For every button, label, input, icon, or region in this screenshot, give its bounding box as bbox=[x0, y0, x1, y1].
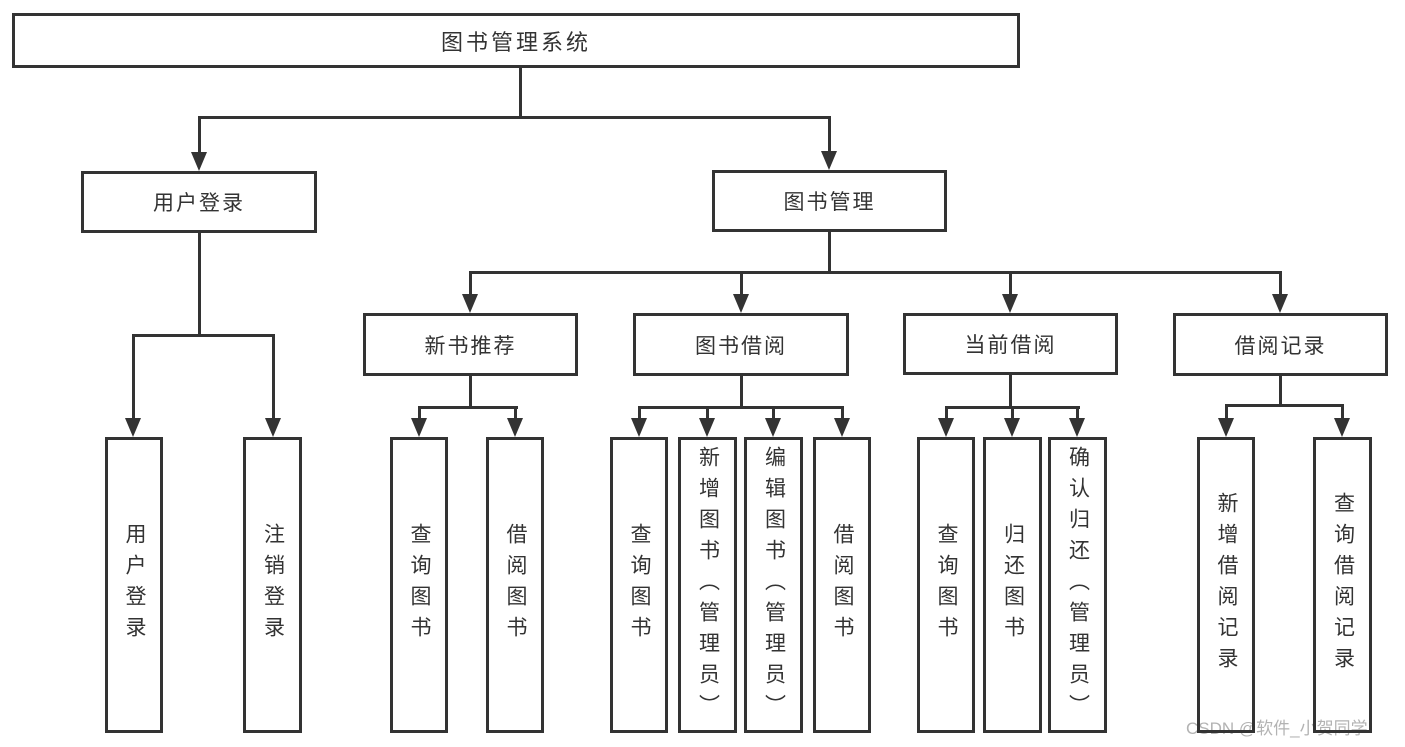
connector-drop-leaf bbox=[514, 407, 517, 420]
connector-drop-leaf bbox=[772, 407, 775, 420]
node-user-login: 用户登录 bbox=[81, 171, 317, 233]
connector-records-stem bbox=[1279, 376, 1282, 407]
arrow-down-icon bbox=[462, 294, 478, 313]
node-current-borrowing: 当前借阅 bbox=[903, 313, 1118, 375]
connector-drop-book-management bbox=[828, 117, 831, 153]
node-book-management: 图书管理 bbox=[712, 170, 947, 232]
csdn-watermark: CSDN @软件_小贺同学 bbox=[1186, 719, 1368, 738]
node-new-book-recommend: 新书推荐 bbox=[363, 313, 578, 376]
connector-rail-level2 bbox=[198, 116, 831, 119]
leaf-query-books-recommend-label: 查询图书 bbox=[408, 523, 431, 647]
connector-drop-leaf bbox=[1011, 407, 1014, 420]
node-user-login-label: 用户登录 bbox=[153, 192, 245, 215]
leaf-logout-label: 注销登录 bbox=[261, 523, 285, 647]
node-borrowing-records: 借阅记录 bbox=[1173, 313, 1388, 376]
leaf-query-books-recommend: 查询图书 bbox=[390, 437, 448, 733]
node-borrowing-records-label: 借阅记录 bbox=[1234, 334, 1327, 358]
arrow-down-icon bbox=[411, 418, 427, 437]
leaf-borrow-books-label: 借阅图书 bbox=[831, 523, 854, 647]
leaf-query-books-current-label: 查询图书 bbox=[935, 523, 958, 647]
leaf-query-books-borrowing: 查询图书 bbox=[610, 437, 668, 733]
connector-rail-records bbox=[1225, 404, 1344, 407]
leaf-add-borrow-record-label: 新增借阅记录 bbox=[1215, 492, 1238, 678]
arrow-down-icon bbox=[834, 418, 850, 437]
connector-drop-module bbox=[1009, 272, 1012, 297]
leaf-query-books-borrowing-label: 查询图书 bbox=[628, 523, 651, 647]
node-root-label: 图书管理系统 bbox=[440, 29, 591, 55]
leaf-confirm-return-admin: 确认归还（管理员） bbox=[1048, 437, 1107, 733]
arrow-down-icon bbox=[1218, 418, 1234, 437]
connector-book-management-stem bbox=[828, 232, 831, 274]
arrow-down-icon bbox=[938, 418, 954, 437]
connector-drop-leaf bbox=[1341, 405, 1344, 420]
node-current-borrowing-label: 当前借阅 bbox=[964, 334, 1057, 357]
arrow-down-icon bbox=[1004, 418, 1020, 437]
leaf-borrow-books: 借阅图书 bbox=[813, 437, 871, 733]
arrow-down-icon bbox=[1272, 294, 1288, 313]
connector-drop-leaf bbox=[638, 407, 641, 420]
leaf-query-borrow-record: 查询借阅记录 bbox=[1313, 437, 1372, 733]
arrow-down-icon bbox=[125, 418, 141, 437]
connector-drop-leaf bbox=[1225, 405, 1228, 420]
leaf-edit-books-admin-label: 编辑图书（管理员） bbox=[762, 445, 786, 725]
arrow-down-icon bbox=[1069, 418, 1085, 437]
arrow-down-icon bbox=[765, 418, 781, 437]
arrow-down-icon bbox=[821, 151, 837, 170]
connector-rail-level3 bbox=[469, 271, 1282, 274]
leaf-query-borrow-record-label: 查询借阅记录 bbox=[1331, 492, 1355, 678]
node-book-borrowing: 图书借阅 bbox=[633, 313, 849, 376]
leaf-borrow-books-recommend-label: 借阅图书 bbox=[504, 523, 527, 647]
leaf-confirm-return-admin-label: 确认归还（管理员） bbox=[1066, 445, 1090, 725]
leaf-user-login: 用户登录 bbox=[105, 437, 163, 733]
connector-rail-user-login bbox=[132, 334, 275, 337]
connector-drop-user-login bbox=[198, 117, 201, 154]
connector-rail-borrowing bbox=[638, 406, 844, 409]
arrow-down-icon bbox=[699, 418, 715, 437]
leaf-user-login-label: 用户登录 bbox=[123, 523, 146, 647]
arrow-down-icon bbox=[1002, 294, 1018, 313]
arrow-down-icon bbox=[507, 418, 523, 437]
connector-drop-module bbox=[740, 272, 743, 297]
leaf-borrow-books-recommend: 借阅图书 bbox=[486, 437, 544, 733]
node-new-book-recommend-label: 新书推荐 bbox=[424, 334, 517, 358]
arrow-down-icon bbox=[1334, 418, 1350, 437]
connector-current-stem bbox=[1009, 375, 1012, 409]
connector-drop-module bbox=[469, 272, 472, 297]
connector-drop-leaf bbox=[945, 407, 948, 420]
node-root-library-system: 图书管理系统 bbox=[12, 13, 1020, 68]
connector-drop-leaf bbox=[272, 335, 275, 420]
connector-drop-leaf bbox=[706, 407, 709, 420]
connector-drop-leaf bbox=[132, 335, 135, 420]
leaf-add-borrow-record: 新增借阅记录 bbox=[1197, 437, 1255, 733]
connector-drop-module bbox=[1279, 272, 1282, 297]
leaf-logout: 注销登录 bbox=[243, 437, 302, 733]
leaf-return-books-label: 归还图书 bbox=[1001, 523, 1025, 647]
connector-borrowing-stem bbox=[740, 376, 743, 409]
connector-rail-recommend bbox=[418, 406, 518, 409]
connector-drop-leaf bbox=[418, 407, 421, 420]
connector-user-login-stem bbox=[198, 233, 201, 337]
arrow-down-icon bbox=[191, 152, 207, 171]
leaf-return-books: 归还图书 bbox=[983, 437, 1042, 733]
arrow-down-icon bbox=[265, 418, 281, 437]
connector-root-stem bbox=[519, 66, 522, 118]
node-book-management-label: 图书管理 bbox=[783, 191, 876, 214]
connector-drop-leaf bbox=[1076, 407, 1079, 420]
node-book-borrowing-label: 图书借阅 bbox=[695, 334, 787, 358]
leaf-edit-books-admin: 编辑图书（管理员） bbox=[744, 437, 803, 733]
connector-recommend-stem bbox=[469, 376, 472, 409]
arrow-down-icon bbox=[631, 418, 647, 437]
arrow-down-icon bbox=[733, 294, 749, 313]
leaf-query-books-current: 查询图书 bbox=[917, 437, 975, 733]
connector-drop-leaf bbox=[841, 407, 844, 420]
leaf-add-books-admin: 新增图书（管理员） bbox=[678, 437, 737, 733]
leaf-add-books-admin-label: 新增图书（管理员） bbox=[696, 445, 720, 725]
